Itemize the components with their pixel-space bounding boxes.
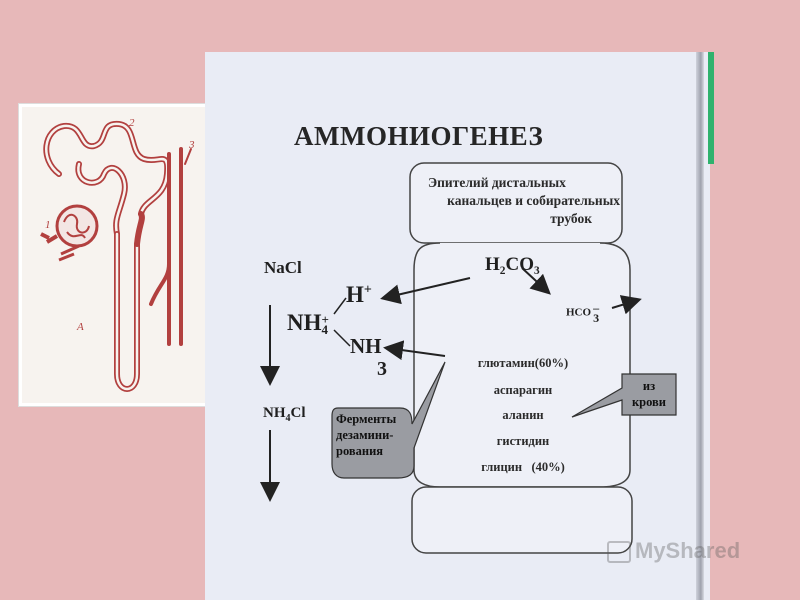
hco3-label: HCO–3 xyxy=(566,301,600,325)
nh4-plus-label: NH+4 xyxy=(287,310,329,336)
enzyme-callout-shape xyxy=(331,361,446,479)
green-accent-bar xyxy=(708,52,714,164)
nh4-sub: 4 xyxy=(321,321,329,337)
blood-line-1: из xyxy=(642,379,656,393)
watermark-logo: MyShared xyxy=(607,538,740,564)
enzyme-line-1: Ферменты xyxy=(336,412,397,426)
h-plus-main: H xyxy=(346,282,364,307)
amino-acid-glycine: глицин (40%) xyxy=(481,460,565,474)
epithelium-label-line-3: трубок xyxy=(550,211,592,226)
epithelium-label: Эпителий дистальных канальцев и собирате… xyxy=(420,174,620,228)
enzyme-line-2: дезамини- xyxy=(336,428,394,442)
hco3-sub: 3 xyxy=(593,311,600,325)
enzyme-callout-text: Ферменты дезамини- рования xyxy=(336,411,408,459)
arrow-h2co3-to-h xyxy=(380,277,471,305)
nh4cl-label: NH4Cl xyxy=(263,405,306,424)
arrow-h2co3-to-hco3 xyxy=(521,267,551,295)
nephron-illustration-card: 2 3 1 А xyxy=(18,103,212,407)
presentation-icon xyxy=(607,541,631,564)
hco3-sup: – xyxy=(593,301,600,315)
blood-line-2: крови xyxy=(631,395,667,409)
page-edge-shadow xyxy=(696,52,704,600)
glomerulus xyxy=(40,204,99,262)
h-plus-label: H+ xyxy=(346,282,372,308)
amino-acid-glutamine: глютамин(60%) xyxy=(477,356,569,370)
amino-acid-alanine: аланин xyxy=(502,408,544,422)
arrow-glutamine-to-nh3 xyxy=(383,340,446,361)
nh4cl-sub: 4 xyxy=(285,413,291,424)
nh3-label: NH xyxy=(350,334,382,358)
nh4-main: NH xyxy=(287,310,322,335)
h2co3-label: H₂CO₃ xyxy=(485,254,540,275)
diagram-title: АММОНИОГЕНЕЗ xyxy=(294,121,544,151)
nh4cl-main: NH xyxy=(263,405,286,421)
nacl-label: NaCl xyxy=(264,258,302,277)
arrow-nh3-to-nh4 xyxy=(333,329,351,347)
blood-callout-text: из крови xyxy=(624,378,674,410)
amino-acid-asparagine: аспарагин xyxy=(493,383,553,397)
nephron-label-3: 3 xyxy=(188,139,195,151)
nephron-label-2: 2 xyxy=(129,117,135,129)
watermark-text: MyShared xyxy=(635,538,741,563)
nh4-sup: + xyxy=(321,311,329,327)
nh3-subscript: 3 xyxy=(377,358,387,380)
arrow-h-to-nh4 xyxy=(333,297,347,315)
h-plus-sup: + xyxy=(363,282,372,298)
nh4cl-end: Cl xyxy=(290,405,306,421)
hco3-main: HCO xyxy=(566,306,592,319)
epithelium-label-line-2: канальцев и собирательных xyxy=(447,193,620,208)
nephron-drawing: 2 3 1 А xyxy=(40,117,195,392)
cell-bottom-box xyxy=(411,486,633,554)
enzyme-line-3: рования xyxy=(336,444,384,458)
arrow-hco3-out xyxy=(611,295,642,315)
epithelium-label-line-1: Эпителий дистальных xyxy=(428,175,566,190)
amino-acid-histidine: гистидин xyxy=(496,434,550,448)
blood-callout-shape xyxy=(571,373,677,418)
nephron-label-1: 1 xyxy=(45,219,51,231)
nephron-label-a: А xyxy=(76,321,84,333)
